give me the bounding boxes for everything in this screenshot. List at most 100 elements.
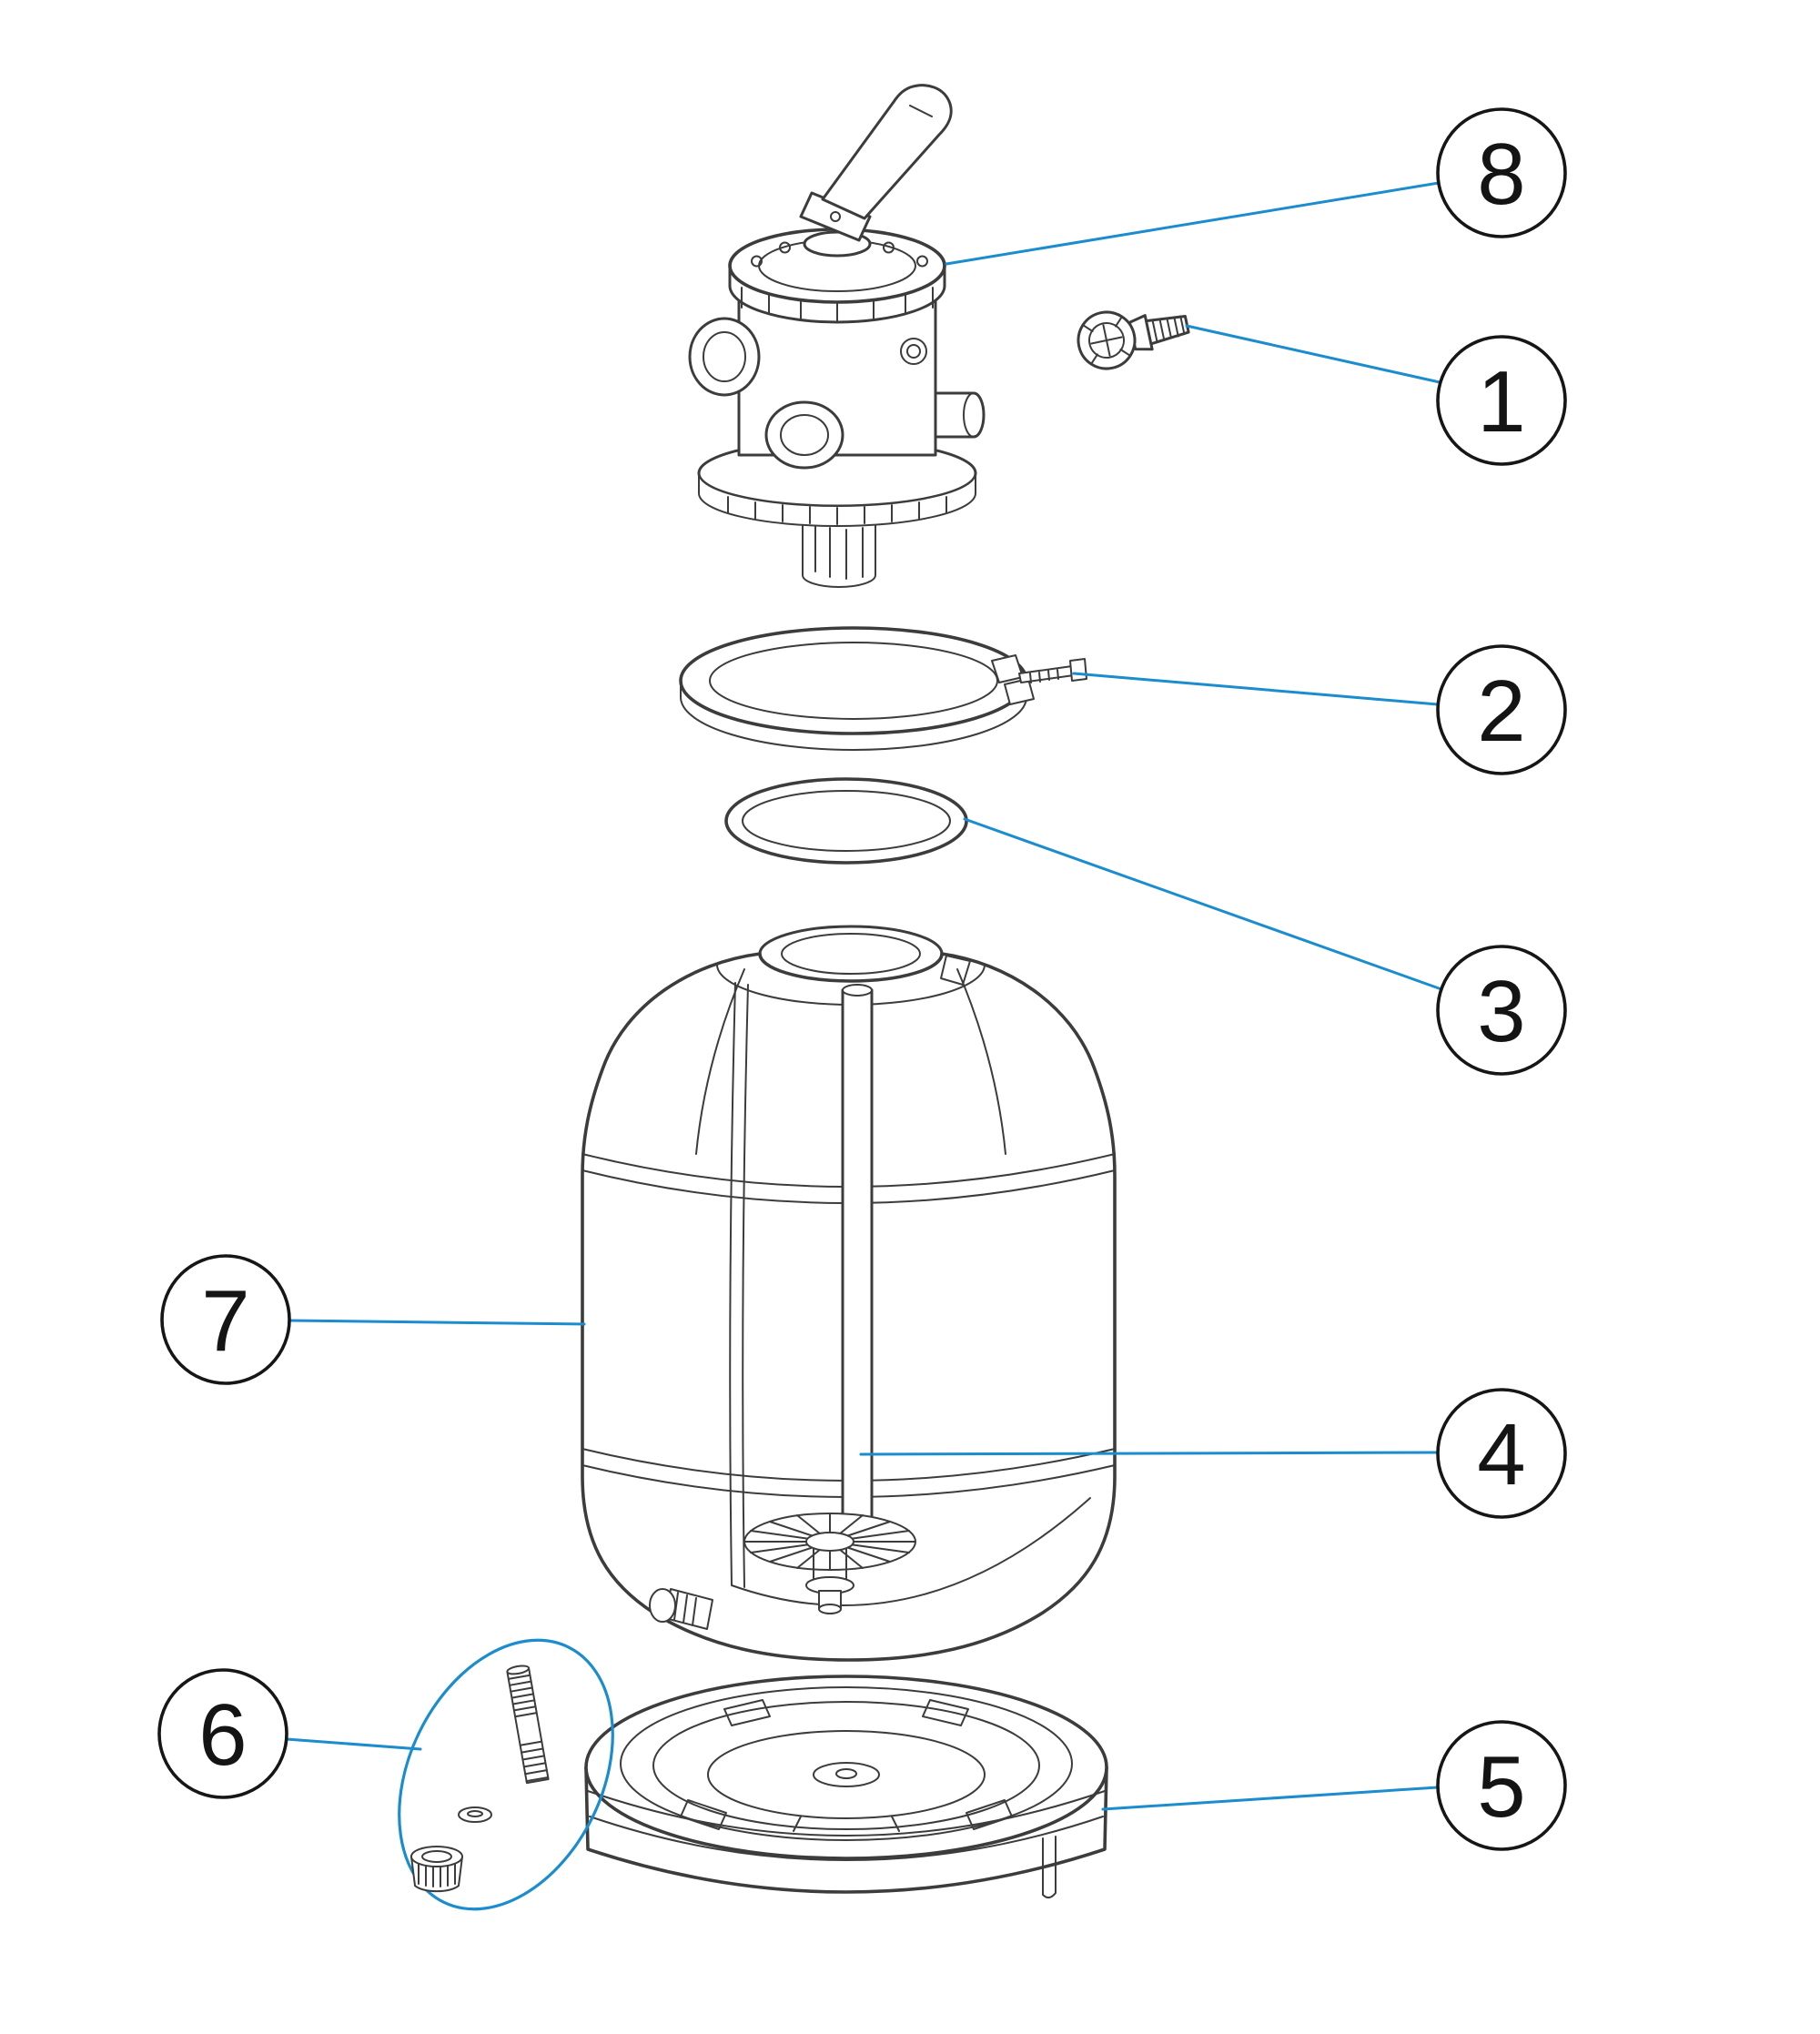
collector-stub-cap [818,1604,842,1614]
base-recess-wall [652,1701,1040,1830]
callout-4-circle [1436,1388,1567,1519]
leader-line-5 [1101,1786,1440,1811]
base-hub [813,1762,880,1787]
valve-plug-boss-inner [906,344,921,359]
callout-6: 6 [157,1668,288,1799]
knob-ribs [418,1861,456,1887]
valve-collar-notches [741,287,934,323]
tank-interior-bowl [731,1497,1091,1606]
callout-1-circle [1436,335,1567,466]
callout-6-circle [157,1668,288,1799]
stud-top-cap [506,1665,531,1675]
drain-plug-part [1077,310,1190,370]
leader-line-3 [963,817,1443,991]
tank-cutaway-edge [729,982,749,1588]
clamp-band-inner [709,642,998,720]
callout-8: 8 [1436,107,1567,238]
base-center-hole [835,1768,857,1779]
valve-handle [821,84,953,220]
clamp-screw-threads [1029,669,1059,683]
clamp-lug-right [1004,678,1035,705]
knob-top-inner [421,1850,452,1863]
base-slot [1042,1836,1057,1898]
base-floor-ribs [793,1816,900,1832]
leader-line-6 [285,1737,422,1751]
callout-5-label: 5 [1477,1738,1525,1836]
callout-7: 7 [160,1254,291,1385]
standpipe-tube [841,988,874,1523]
leader-line-2 [1072,672,1440,706]
stud-threads-top [507,1674,538,1718]
stud-threads-bottom [519,1740,550,1783]
bolt-kit-group-ellipse [398,1638,614,1911]
clamp-screw-shaft [1018,665,1075,683]
lateral-hub-center [805,1532,854,1552]
leader-lines [285,181,1443,1811]
valve-flange-skirt [698,472,976,527]
callout-7-circle [160,1254,291,1385]
callout-2: 2 [1436,644,1567,775]
standpipe-part [743,984,916,1614]
callout-3: 3 [1436,945,1567,1076]
knob-top [410,1846,463,1867]
valve-port-left-inner [703,331,746,382]
callout-4-label: 4 [1477,1406,1525,1503]
callout-5: 5 [1436,1720,1567,1851]
tank-drain-cap [649,1588,676,1623]
valve-diffuser-slots [814,523,864,580]
plug-stem-threads [1151,315,1186,343]
plug-knob-inner [1088,322,1125,359]
bolt-kit-washer-hole [467,1810,483,1817]
leader-line-7 [288,1319,586,1326]
callout-7-label: 7 [201,1272,249,1370]
base-skirt-groove-2 [589,1816,1104,1861]
tank-neck-opening [781,933,921,975]
tank-neck-back-rim [758,925,944,956]
callout-5-circle [1436,1720,1567,1851]
valve-pivot-pin [830,211,841,222]
valve-plug-boss [900,338,927,365]
leader-line-4 [859,1451,1440,1456]
standpipe-top-rim [842,984,873,997]
valve-port-left [688,317,761,397]
callout-8-label: 8 [1477,126,1525,223]
leader-line-1 [1185,324,1441,384]
valve-port-front [764,400,844,470]
callouts: 8 1 2 3 7 4 6 5 [157,107,1567,1851]
multiport-valve-part [688,84,986,588]
base-rim-inner-edge [620,1686,1073,1841]
callout-3-label: 3 [1477,963,1525,1060]
collector-stem [813,1548,847,1584]
callout-2-circle [1436,644,1567,775]
valve-outlet-stub [934,391,986,439]
callout-6-label: 6 [198,1686,247,1784]
tank-drain-threads [673,1592,697,1626]
bolt-kit-knob [410,1846,463,1893]
oring-gasket-part [724,777,968,865]
base-stand-part [584,1675,1108,1898]
callout-4: 4 [1436,1388,1567,1519]
plug-knob-knurls [1081,315,1132,366]
base-skirt-groove-1 [587,1790,1106,1837]
plug-knob-cross [1090,324,1123,357]
callout-2-label: 2 [1477,663,1525,760]
bolt-kit-stud [506,1665,550,1785]
clamp-band-outer [679,626,1028,735]
callout-1-label: 1 [1477,353,1525,450]
callout-8-circle [1436,107,1567,238]
clamp-band-depth [680,680,1027,751]
bolt-kit-washer [458,1806,492,1823]
valve-handle-detail [909,105,933,117]
clamp-screw-head [1069,658,1087,682]
valve-outlet-cap [963,392,985,438]
bolt-kit-part [398,1638,614,1911]
callout-3-circle [1436,945,1567,1076]
clamp-ring-part [679,626,1087,751]
base-gusset-tabs [680,1699,1013,1830]
valve-port-front-inner [780,414,829,456]
callout-1: 1 [1436,335,1567,466]
valve-flange-ribs [727,496,947,525]
leader-line-8 [945,181,1441,266]
